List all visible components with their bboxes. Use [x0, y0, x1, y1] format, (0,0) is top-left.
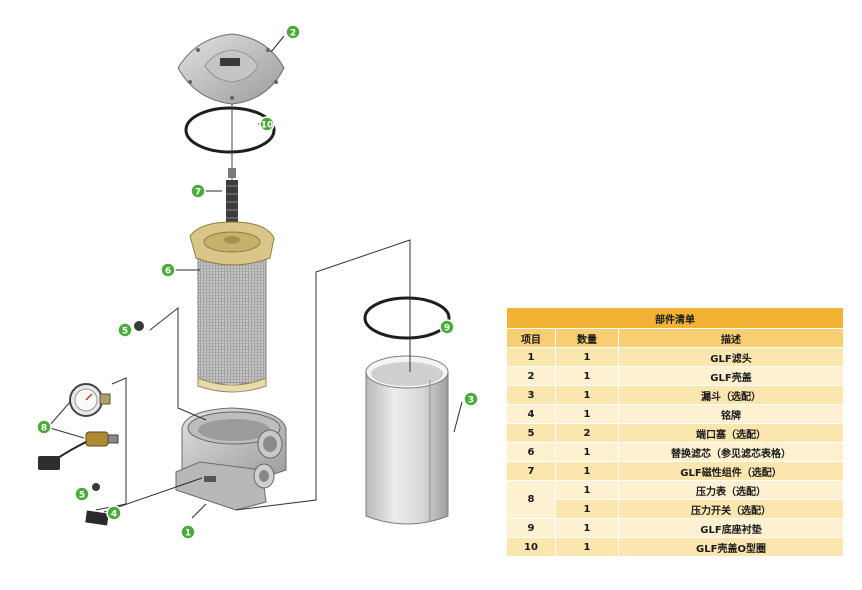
pressure-switch [38, 431, 119, 470]
header-desc: 描述 [618, 328, 844, 348]
svg-text:1: 1 [185, 529, 191, 539]
table-title: 部件清单 [506, 307, 844, 329]
port-plug-upper [134, 321, 144, 331]
filter-head [175, 407, 287, 511]
callout-4: 4 [106, 505, 122, 521]
svg-text:7: 7 [195, 188, 201, 198]
cover-o-ring [184, 106, 276, 154]
callout-5-lower: 5 [74, 486, 90, 502]
callout-5-upper: 5 [117, 322, 133, 338]
header-item: 项目 [506, 328, 556, 348]
svg-text:9: 9 [444, 324, 450, 334]
cover-part [177, 33, 285, 105]
base-gasket [363, 296, 451, 340]
nameplate [85, 510, 109, 526]
callout-1: 1 [180, 524, 196, 540]
leader-lines [49, 35, 463, 519]
svg-text:10: 10 [261, 121, 274, 131]
svg-text:5: 5 [79, 491, 85, 501]
svg-text:8: 8 [41, 424, 47, 434]
callout-8: 8 [36, 419, 52, 435]
svg-text:6: 6 [165, 267, 171, 277]
header-qty: 数量 [555, 328, 619, 348]
pressure-gauge [69, 383, 111, 417]
callout-7: 7 [190, 183, 206, 199]
svg-text:3: 3 [468, 396, 474, 406]
magnetic-assembly [226, 104, 238, 232]
callout-2: 2 [285, 24, 301, 40]
port-plug-lower [92, 483, 100, 491]
callout-6: 6 [160, 262, 176, 278]
callout-9: 9 [439, 319, 455, 335]
callout-3: 3 [463, 391, 479, 407]
bowl [365, 355, 449, 525]
filter-element [189, 221, 275, 393]
svg-text:5: 5 [122, 327, 128, 337]
svg-text:2: 2 [290, 29, 296, 39]
svg-text:4: 4 [111, 510, 117, 520]
callout-10: 10 [259, 116, 275, 132]
